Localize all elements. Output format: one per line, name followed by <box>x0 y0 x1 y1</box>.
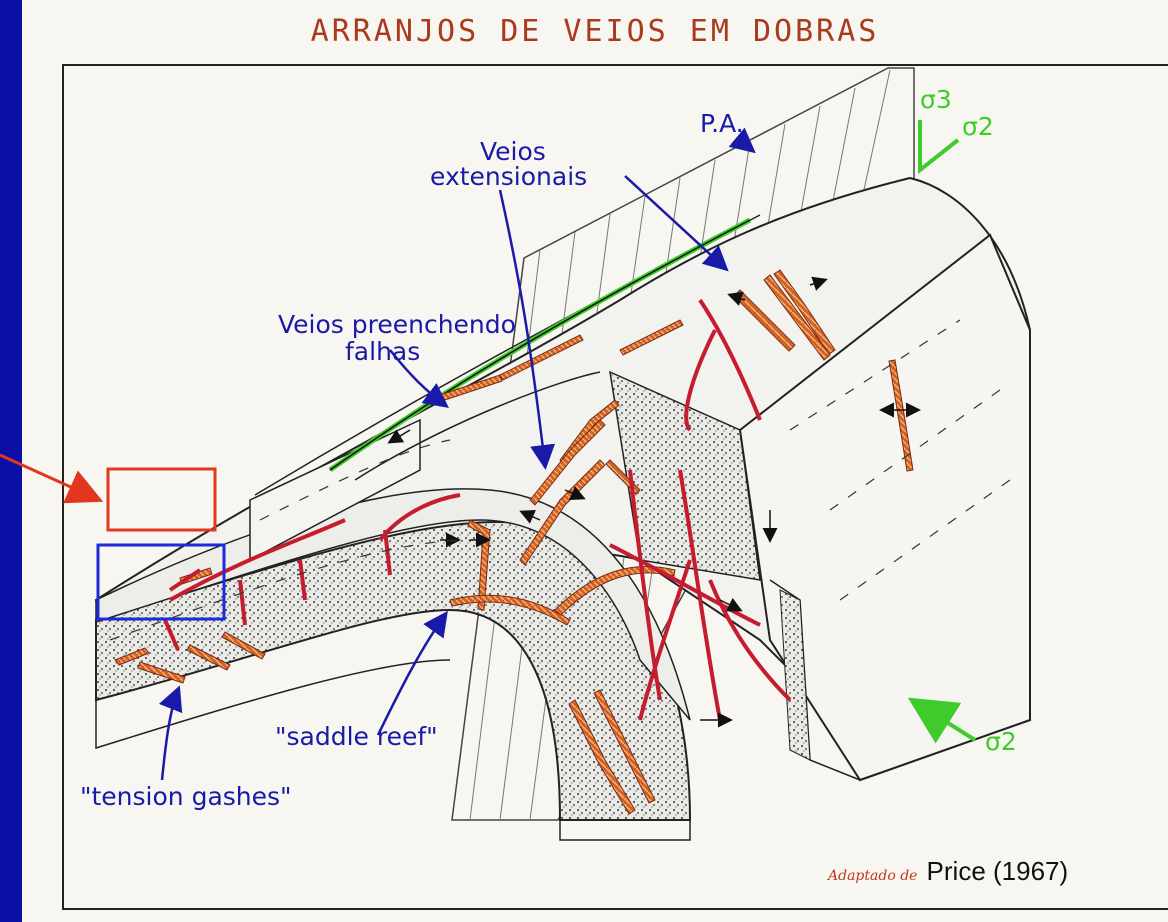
annotations <box>0 453 226 621</box>
label-tension-gashes: "tension gashes" <box>80 782 292 811</box>
label-leaders <box>158 127 756 781</box>
bedding-traces <box>109 319 1011 641</box>
stress-arrows <box>907 120 977 744</box>
label-plano-axial: P.A. <box>700 109 744 138</box>
tick-marks <box>387 276 921 728</box>
highlight-box-red <box>106 467 217 532</box>
label-sigma2-bottom: σ2 <box>985 727 1017 756</box>
label-veios-falhas-1: Veios preenchendo <box>278 310 516 339</box>
label-saddle-reef: "saddle reef" <box>275 722 438 751</box>
highlight-box-blue <box>96 543 226 621</box>
credit-prefix: Adaptado de <box>826 868 917 884</box>
label-sigma3: σ3 <box>920 85 952 114</box>
fold-block <box>94 176 1031 841</box>
text-labels: P.A. σ3 σ2 σ2 Veios extensionais Veios p… <box>80 85 1068 886</box>
fault-veins <box>328 217 752 473</box>
label-veios-ext-1: Veios <box>480 137 546 166</box>
label-veios-ext-2: extensionais <box>430 162 587 191</box>
credit-line: Adaptado de Price (1967) <box>826 856 1068 886</box>
credit-source: Price (1967) <box>927 856 1069 886</box>
page-title: ARRANJOS DE VEIOS EM DOBRAS <box>310 14 880 49</box>
label-veios-falhas-2: falhas <box>345 337 420 366</box>
shear-veins <box>163 298 792 721</box>
label-sigma2-top: σ2 <box>962 112 994 141</box>
